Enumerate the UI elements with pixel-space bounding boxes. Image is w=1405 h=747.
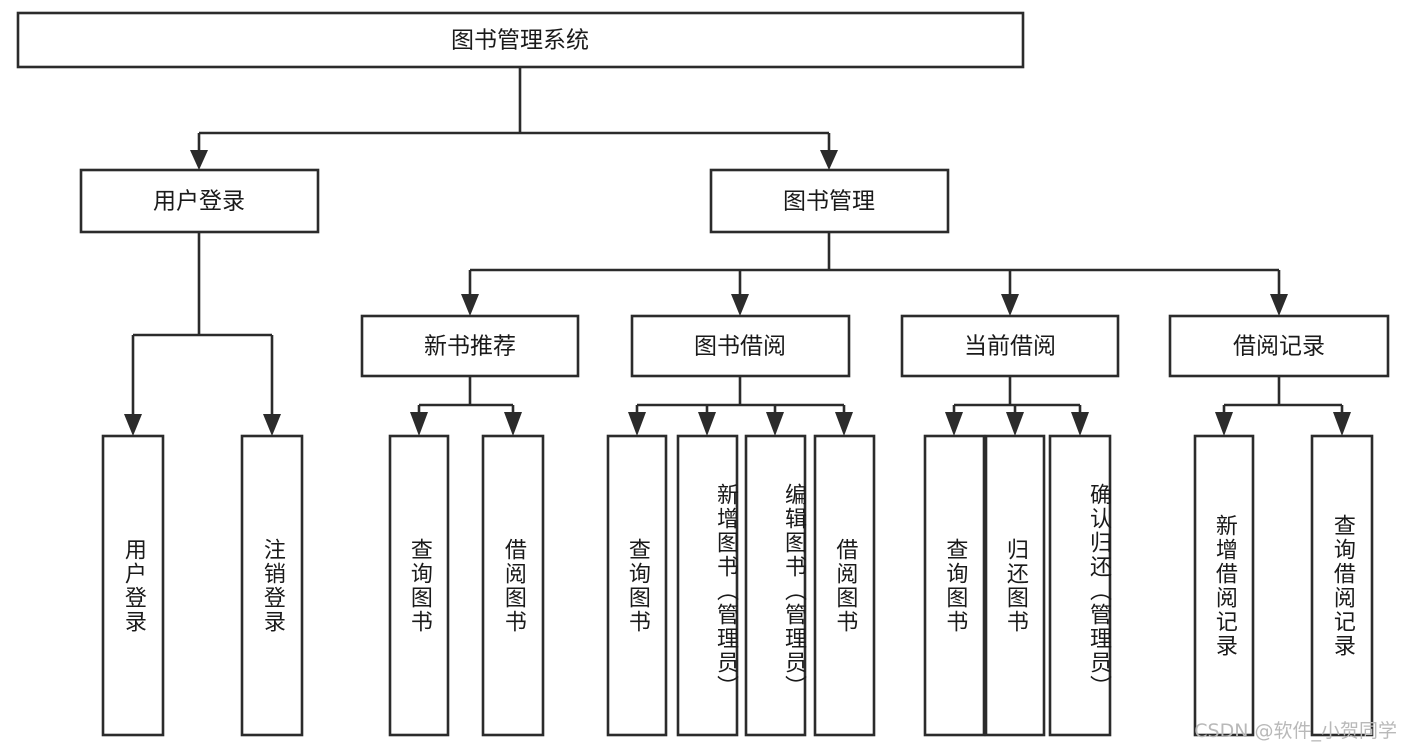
leaf-box-add-book[interactable] xyxy=(676,434,739,737)
node-current-borrow-label: 当前借阅 xyxy=(964,334,1056,360)
arrow-to-leaf-query-book-1 xyxy=(410,412,428,436)
leaf-box-query-record[interactable] xyxy=(1310,434,1374,737)
node-new-book-recommend[interactable]: 新书推荐 xyxy=(360,314,580,378)
node-new-book-recommend-box[interactable] xyxy=(360,314,580,378)
arrow-to-new-book xyxy=(461,294,479,316)
node-book-borrow[interactable]: 图书借阅 xyxy=(630,314,851,378)
leaf-box-query-book-1[interactable] xyxy=(388,434,450,737)
arrow-to-leaf-logout xyxy=(263,414,281,436)
arrow-to-user-login xyxy=(190,150,208,170)
leaf-label-add-book: 新增图书（管理员） xyxy=(713,482,738,699)
node-root-box[interactable] xyxy=(16,11,1025,69)
node-book-borrow-box[interactable] xyxy=(630,314,851,378)
arrow-to-leaf-confirm-return xyxy=(1071,412,1089,436)
node-book-management-box[interactable] xyxy=(709,168,950,234)
connector-layer xyxy=(124,67,1351,436)
node-current-borrow[interactable]: 当前借阅 xyxy=(900,314,1120,378)
leaf-box-query-book-3[interactable] xyxy=(923,434,986,737)
leaf-label-edit-book: 编辑图书（管理员） xyxy=(781,482,806,699)
leaf-box-edit-book[interactable] xyxy=(744,434,807,737)
arrow-to-book-borrow xyxy=(731,294,749,316)
arrow-to-leaf-user-login xyxy=(124,414,142,436)
leaf-box-confirm-return[interactable] xyxy=(1048,434,1112,737)
leaf-label-logout: 注销登录 xyxy=(259,537,285,634)
leaf-box-return-book[interactable] xyxy=(984,434,1046,737)
arrow-to-leaf-borrow-book-2 xyxy=(835,412,853,436)
leaf-label-query-book-2: 查询图书 xyxy=(624,537,650,634)
arrow-to-borrow-record xyxy=(1270,294,1288,316)
arrow-to-leaf-edit-book xyxy=(766,412,784,436)
leaf-label-return-book: 归还图书 xyxy=(1002,537,1028,634)
leaf-label-query-book-1: 查询图书 xyxy=(406,537,432,634)
leaf-box-layer xyxy=(101,434,1374,737)
arrow-to-leaf-query-book-3 xyxy=(945,412,963,436)
node-borrow-record-box[interactable] xyxy=(1168,314,1390,378)
node-root[interactable]: 图书管理系统 xyxy=(16,11,1025,69)
node-user-login-label: 用户登录 xyxy=(153,189,245,215)
node-book-management-label: 图书管理 xyxy=(783,189,875,215)
leaf-label-borrow-book-1: 借阅图书 xyxy=(500,537,526,634)
leaf-box-borrow-book-2[interactable] xyxy=(813,434,876,737)
arrow-to-leaf-query-record xyxy=(1333,412,1351,436)
csdn-watermark: CSDN @软件_小贺同学 xyxy=(1194,720,1397,742)
leaf-label-borrow-book-2: 借阅图书 xyxy=(832,537,858,634)
node-book-borrow-label: 图书借阅 xyxy=(694,334,786,360)
arrow-to-leaf-add-book xyxy=(698,412,716,436)
leaf-box-user-login[interactable] xyxy=(101,434,165,737)
leaf-label-query-book-3: 查询图书 xyxy=(942,537,968,634)
arrow-to-leaf-add-record xyxy=(1215,412,1233,436)
node-borrow-record[interactable]: 借阅记录 xyxy=(1168,314,1390,378)
node-current-borrow-box[interactable] xyxy=(900,314,1120,378)
arrow-to-leaf-borrow-book-1 xyxy=(504,412,522,436)
node-user-login-box[interactable] xyxy=(79,168,320,234)
node-book-management[interactable]: 图书管理 xyxy=(709,168,950,234)
leaf-label-query-record: 查询借阅记录 xyxy=(1329,513,1355,658)
leaf-box-borrow-book-1[interactable] xyxy=(481,434,545,737)
arrow-to-book-mgmt xyxy=(820,150,838,170)
node-root-label: 图书管理系统 xyxy=(451,28,589,54)
arrow-to-leaf-return-book xyxy=(1006,412,1024,436)
node-borrow-record-label: 借阅记录 xyxy=(1233,334,1325,360)
leaf-label-user-login: 用户登录 xyxy=(120,537,146,634)
leaf-box-add-record[interactable] xyxy=(1193,434,1255,737)
node-new-book-recommend-label: 新书推荐 xyxy=(424,334,516,360)
leaf-box-query-book-2[interactable] xyxy=(606,434,668,737)
node-user-login[interactable]: 用户登录 xyxy=(79,168,320,234)
arrow-to-current-borrow xyxy=(1001,294,1019,316)
leaf-label-add-record: 新增借阅记录 xyxy=(1211,513,1237,658)
leaf-label-confirm-return: 确认归还（管理员） xyxy=(1086,482,1111,699)
leaf-box-logout[interactable] xyxy=(240,434,304,737)
arrow-to-leaf-query-book-2 xyxy=(628,412,646,436)
